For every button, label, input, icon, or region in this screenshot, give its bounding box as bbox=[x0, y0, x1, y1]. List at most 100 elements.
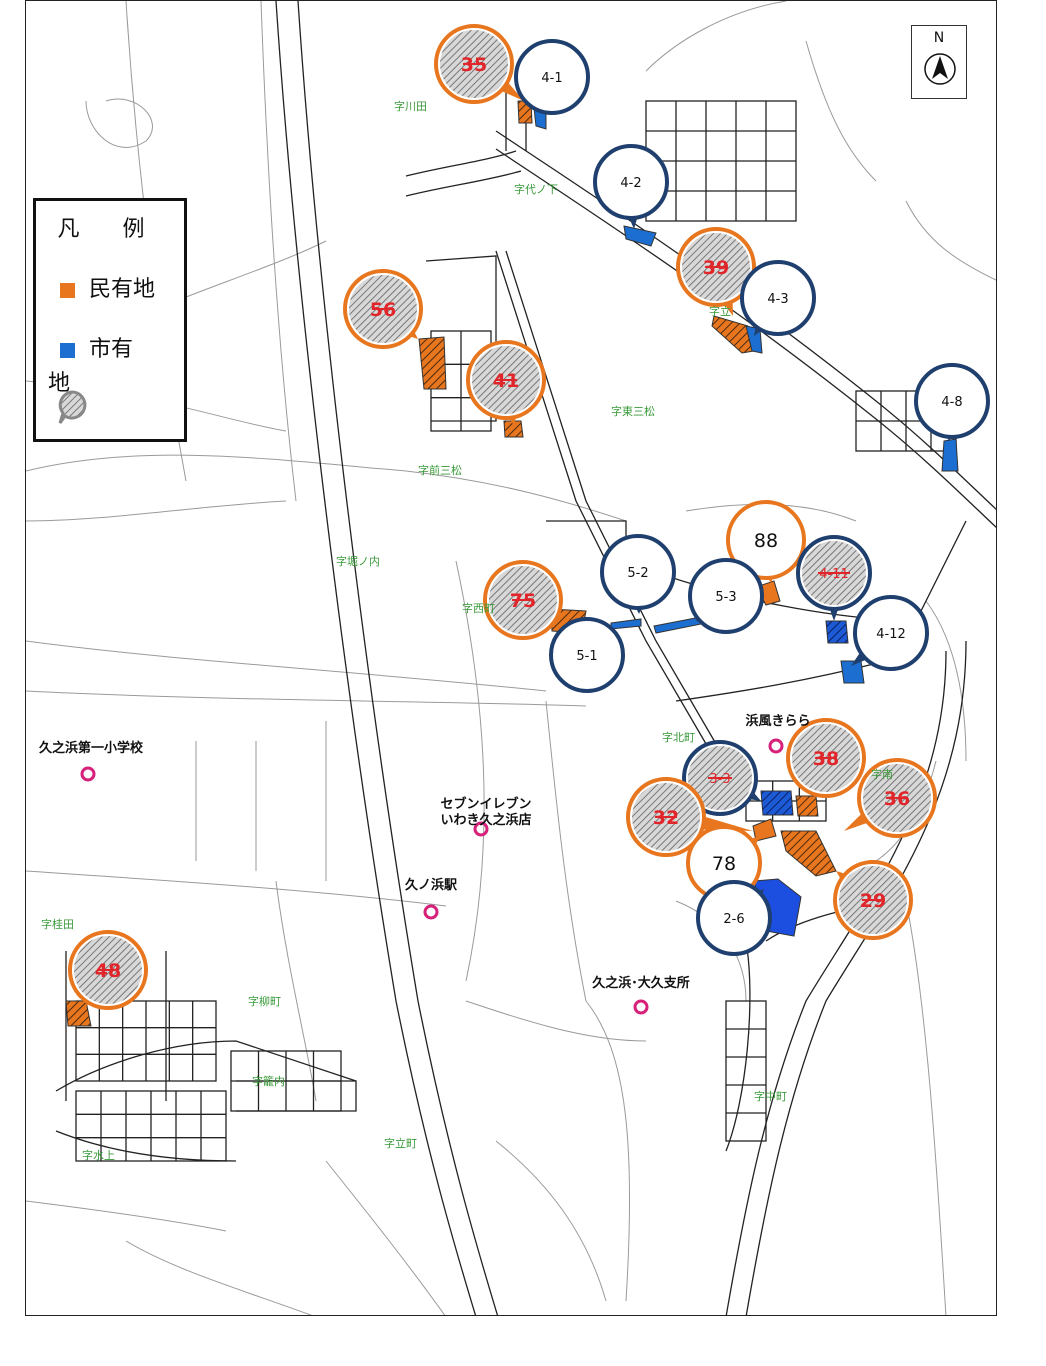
road-minor bbox=[585, 1000, 631, 1302]
place-label-minami: 字南 bbox=[871, 768, 893, 781]
place-label-tachi: 字立 bbox=[709, 305, 731, 318]
parcel bbox=[418, 336, 447, 390]
block-grid bbox=[645, 100, 797, 222]
landmark-dot-icon bbox=[473, 821, 489, 837]
legend-city-swatch bbox=[60, 342, 75, 358]
road-minor bbox=[925, 600, 967, 762]
road-major bbox=[745, 640, 967, 1315]
landmark-label: 久ノ浜駅 bbox=[404, 878, 457, 893]
marker-4-1: 4-1 bbox=[514, 39, 590, 115]
marker-fill bbox=[692, 831, 756, 895]
parcel bbox=[610, 618, 642, 630]
marker-39: 39 bbox=[676, 227, 756, 316]
landmark-dot-icon bbox=[423, 904, 439, 920]
place-label-kawada: 字川田 bbox=[394, 100, 427, 113]
legend-title: 凡 例 bbox=[57, 217, 163, 242]
road-minor bbox=[645, 1, 787, 72]
road-minor bbox=[26, 500, 287, 522]
north-indicator: N bbox=[911, 25, 967, 99]
marker-36: 36 bbox=[844, 758, 937, 838]
marker-4-8: 4-8 bbox=[914, 363, 990, 441]
legend-row-city: 市有 bbox=[60, 331, 133, 363]
parcel bbox=[65, 1000, 92, 1027]
marker-35: 35 bbox=[434, 24, 524, 104]
block-grid bbox=[75, 1000, 217, 1082]
road-minor bbox=[195, 721, 327, 881]
marker-label: 2-6 bbox=[723, 912, 744, 927]
legend-private-label: 民有地 bbox=[89, 277, 156, 302]
landmark-label: 久之浜･大久支所 bbox=[592, 976, 690, 991]
road-minor bbox=[26, 870, 447, 907]
place-label-kitamachi: 字北町 bbox=[662, 731, 695, 744]
block-grid bbox=[725, 1000, 767, 1142]
legend: 凡 例 民有地 市有 地 bbox=[33, 198, 187, 442]
landmark-label: 浜風きらら bbox=[745, 714, 811, 729]
landmark-seven-eleven: セブンイレブン いわき久之浜店 bbox=[421, 781, 551, 829]
marker-fill bbox=[702, 886, 766, 950]
legend-orphan-char: 地 bbox=[48, 371, 71, 396]
marker-label: 5-3 bbox=[715, 590, 736, 605]
marker-label: 4-8 bbox=[941, 395, 962, 410]
road-minor bbox=[545, 700, 587, 1002]
road-major bbox=[275, 1, 477, 1315]
road-minor bbox=[260, 1, 297, 502]
marker-88: 88 bbox=[726, 500, 806, 583]
marker-fill bbox=[606, 540, 670, 604]
north-label: N bbox=[933, 30, 945, 46]
road-major bbox=[505, 250, 727, 762]
road-minor bbox=[455, 560, 485, 982]
road-major bbox=[297, 1, 499, 1315]
marker-label: 4-1 bbox=[541, 71, 562, 86]
marker-label: 88 bbox=[754, 530, 778, 552]
landmark-dot-icon bbox=[80, 766, 96, 782]
place-label-yanagimachi: 字柳町 bbox=[248, 995, 281, 1008]
parcel bbox=[780, 830, 837, 877]
parcel bbox=[825, 620, 849, 644]
road-minor bbox=[495, 1140, 607, 1302]
landmark-station: 久ノ浜駅 bbox=[401, 878, 461, 894]
landmark-office: 久之浜･大久支所 bbox=[576, 976, 706, 992]
landmark-label: 久之浜第一小学校 bbox=[38, 741, 143, 756]
marker-label: 3-3 bbox=[709, 772, 730, 787]
marker-32: 32 bbox=[626, 777, 753, 857]
landmark-kirara: 浜風きらら bbox=[738, 714, 818, 730]
road-minor bbox=[275, 880, 317, 1102]
marker-29: 29 bbox=[833, 860, 913, 940]
marker-label: 5-2 bbox=[627, 566, 648, 581]
road-minor bbox=[26, 454, 627, 522]
place-label-nishimachi: 字西町 bbox=[462, 602, 495, 615]
block-grid bbox=[230, 1050, 342, 1112]
road-major bbox=[725, 940, 751, 1152]
road-minor bbox=[805, 40, 877, 182]
road-minor bbox=[26, 640, 547, 692]
marker-label: 5-1 bbox=[576, 649, 597, 664]
road-major bbox=[55, 1040, 357, 1092]
road-major bbox=[65, 951, 167, 1101]
marker-5-1: 5-1 bbox=[549, 617, 625, 693]
legend-private-swatch bbox=[60, 282, 75, 298]
legend-city-label: 市有 bbox=[89, 337, 134, 362]
marker-fill bbox=[555, 623, 619, 687]
road-major bbox=[405, 150, 517, 177]
marker-label: 4-2 bbox=[620, 176, 641, 191]
parcel bbox=[503, 420, 524, 438]
parcel bbox=[840, 660, 865, 684]
road-major bbox=[495, 148, 996, 529]
marker-4-2: 4-2 bbox=[593, 144, 669, 229]
place-label-kagouchi: 字籠内 bbox=[252, 1075, 285, 1088]
landmark-dot-icon bbox=[633, 999, 649, 1015]
place-label-mizukami: 字水上 bbox=[82, 1149, 115, 1162]
place-label-higashisanmatsu: 字東三松 bbox=[611, 405, 655, 418]
marker-fill bbox=[746, 266, 810, 330]
place-label-horinouchi: 字堀ノ内 bbox=[336, 555, 380, 568]
road-minor bbox=[905, 900, 947, 1315]
place-label-tatemachi: 字立町 bbox=[384, 1137, 417, 1150]
marker-5-3: 5-3 bbox=[688, 558, 764, 634]
marker-fill bbox=[520, 45, 584, 109]
place-label-nakamachi: 字中町 bbox=[754, 1090, 787, 1103]
marker-38: 38 bbox=[786, 718, 866, 798]
marker-75: 75 bbox=[483, 560, 563, 640]
road-minor bbox=[465, 1000, 647, 1042]
parcel bbox=[752, 818, 777, 842]
